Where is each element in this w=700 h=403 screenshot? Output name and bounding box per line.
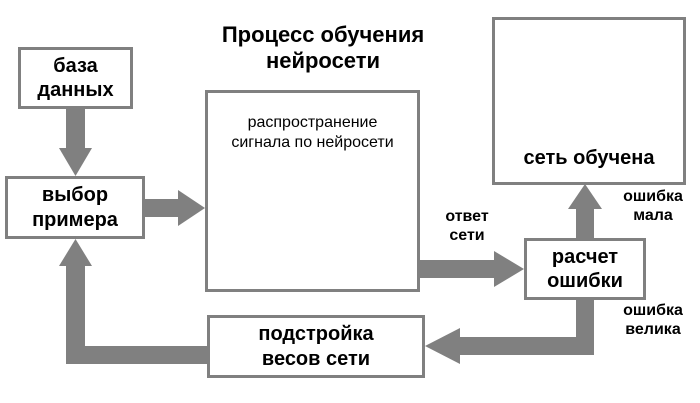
node-database-label: база данных bbox=[37, 54, 114, 101]
node-trained-network-caption: сеть обучена bbox=[523, 147, 655, 169]
node-select-example-label: выбор примера bbox=[32, 184, 118, 231]
node-error-calc[interactable]: расчет ошибки bbox=[524, 238, 646, 300]
node-trained-network[interactable] bbox=[492, 17, 686, 185]
arrow-adjust-to-select bbox=[59, 239, 207, 364]
node-database[interactable]: база данных bbox=[18, 47, 133, 109]
arrow-error-to-trained bbox=[568, 184, 602, 239]
edge-label-error-small: ошибка мала bbox=[623, 188, 683, 224]
arrow-error-to-adjust bbox=[425, 299, 594, 364]
edge-label-network-answer: ответ сети bbox=[445, 208, 489, 244]
arrow-select-to-forward bbox=[145, 190, 205, 226]
node-error-calc-label: расчет ошибки bbox=[547, 245, 623, 292]
node-forward-pass[interactable] bbox=[205, 90, 420, 292]
diagram-title: Процесс обучения нейросети bbox=[221, 22, 425, 74]
arrow-database-to-select bbox=[59, 109, 92, 176]
node-select-example[interactable]: выбор примера bbox=[5, 176, 145, 239]
node-weight-adjust[interactable]: подстройка весов сети bbox=[207, 315, 425, 378]
edge-label-error-large: ошибка велика bbox=[623, 302, 683, 338]
arrow-forward-to-error bbox=[420, 251, 524, 287]
node-forward-pass-caption: распространение сигнала по нейросети bbox=[231, 114, 394, 151]
node-weight-adjust-label: подстройка весов сети bbox=[258, 323, 374, 370]
